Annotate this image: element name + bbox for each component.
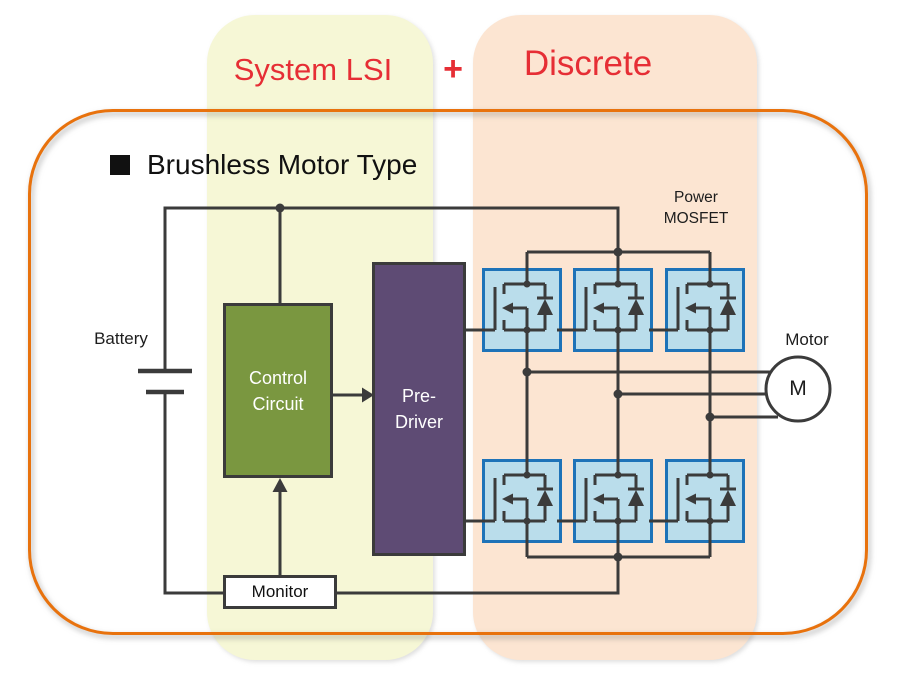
power-mosfet-label-line1: Power (674, 189, 718, 206)
mosfet-low-side-u (464, 457, 562, 545)
motor-circle (764, 355, 832, 423)
battery-symbol (138, 368, 192, 395)
diagram-frame (28, 109, 868, 635)
power-mosfet-label: Power MOSFET (636, 187, 756, 229)
pre-driver-block: Pre- Driver (372, 262, 466, 556)
mosfet-high-side-w (647, 266, 745, 354)
battery-label: Battery (94, 329, 148, 348)
junction-dots (275, 203, 715, 562)
control-circuit-label-line1: Control (248, 367, 308, 388)
power-mosfet-label-line2: MOSFET (663, 210, 729, 227)
mosfet-high-side-u (464, 266, 562, 354)
system-lsi-label: System LSI (233, 52, 393, 87)
page-title: Brushless Motor Type (110, 148, 417, 182)
monitor-block: Monitor (223, 575, 337, 609)
motor-label: Motor (785, 330, 829, 349)
control-circuit-block: Control Circuit (223, 303, 333, 478)
mosfet-low-side-v (555, 457, 653, 545)
arrowheads (272, 387, 374, 492)
discrete-label: Discrete (523, 44, 653, 83)
motor-symbol-m: M (789, 377, 807, 400)
pre-driver-label-line2: Driver (395, 412, 443, 432)
mosfet-high-side-v (555, 266, 653, 354)
pre-driver-label-line1: Pre- (401, 386, 436, 406)
square-bullet-icon (110, 155, 130, 175)
plus-sign: + (443, 50, 463, 88)
title-text: Brushless Motor Type (147, 149, 418, 180)
monitor-label: Monitor (251, 582, 309, 601)
control-circuit-label-line2: Circuit (252, 393, 304, 414)
mosfet-low-side-w (647, 457, 745, 545)
